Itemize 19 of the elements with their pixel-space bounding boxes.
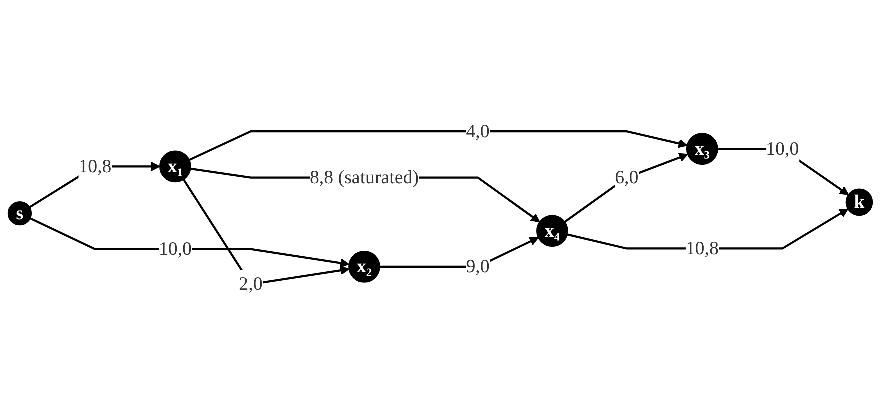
edge-label: 9,0: [466, 256, 490, 277]
edge-label: 10,0: [766, 138, 800, 160]
arrow: [567, 208, 849, 250]
node-circle: x₃: [686, 133, 718, 166]
edge-label: 6,0: [615, 166, 639, 188]
edge-label: 10,8: [686, 238, 719, 259]
node-circle: x₂: [348, 250, 380, 283]
node-circle: k: [846, 188, 874, 216]
edge-label: 10,8: [78, 156, 112, 177]
node-circle: s: [8, 201, 32, 226]
arrow: [189, 130, 688, 162]
arrow: [564, 153, 688, 223]
node-circle: x₄: [536, 215, 568, 248]
edge-label: 8,8 (saturated): [310, 166, 420, 188]
node-circle: x₁: [160, 150, 192, 183]
arrow: [30, 218, 350, 268]
edge-label: 4,0: [466, 120, 490, 142]
edge-label: 2,0: [239, 273, 263, 294]
edge-label: 10,0: [158, 238, 192, 260]
